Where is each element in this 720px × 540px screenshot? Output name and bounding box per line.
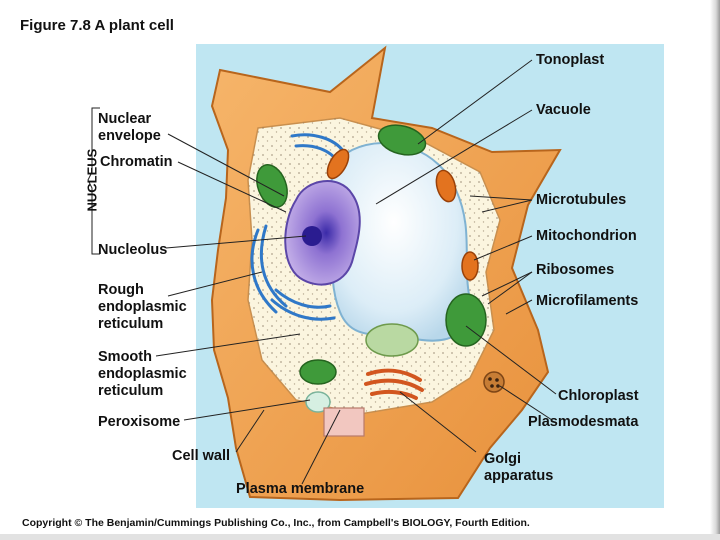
label-golgi-line1: Golgi [484,451,522,467]
label-ribosomes: Ribosomes [536,262,615,278]
leader-lines [87,59,557,485]
label-nuclear-envelope: Nuclear envelope [98,111,161,145]
label-golgi-apparatus: Golgi apparatus [484,451,553,485]
label-rough-er: Rough endoplasmic reticulum [98,282,187,333]
plasmodesmata [483,371,505,393]
peroxisome [305,391,331,413]
wall-cutaway [323,407,365,437]
label-nucleolus: Nucleolus [98,242,168,258]
label-plasma-membrane: Plasma membrane [236,481,365,497]
copyright-notice: Copyright © The Benjamin/Cummings Publis… [22,517,530,529]
nucleus-group-label: NUCLEUS [84,148,100,212]
label-chloroplast: Chloroplast [558,388,639,404]
figure-title: Figure 7.8 A plant cell [20,17,174,34]
nucleolus [302,226,322,246]
bottom-edge [0,534,720,540]
label-cell-wall: Cell wall [172,448,231,464]
label-plasmodesmata: Plasmodesmata [528,414,639,430]
label-chromatin: Chromatin [100,154,173,170]
label-tonoplast: Tonoplast [536,52,605,68]
label-smooth-er-line2: endoplasmic [98,366,187,382]
label-peroxisome: Peroxisome [98,414,181,430]
label-rough-er-line1: Rough [98,282,144,298]
label-rough-er-line2: endoplasmic [98,299,187,315]
label-nuclear-envelope-line1: Nuclear [98,111,152,127]
label-golgi-line2: apparatus [484,468,554,484]
label-microtubules: Microtubules [536,192,627,208]
label-rough-er-line3: reticulum [98,316,164,332]
label-mitochondrion: Mitochondrion [536,228,637,244]
nucleus [284,180,361,286]
label-microfilaments: Microfilaments [536,293,639,309]
golgi-apparatus [364,368,424,400]
label-smooth-er-line3: reticulum [98,383,164,399]
right-edge-shadow [710,0,720,540]
label-smooth-er: Smooth endoplasmic reticulum [98,349,187,400]
mitochondria [326,148,479,281]
label-nuclear-envelope-line2: envelope [98,128,161,144]
label-vacuole: Vacuole [536,102,591,118]
label-smooth-er-line1: Smooth [98,349,152,365]
